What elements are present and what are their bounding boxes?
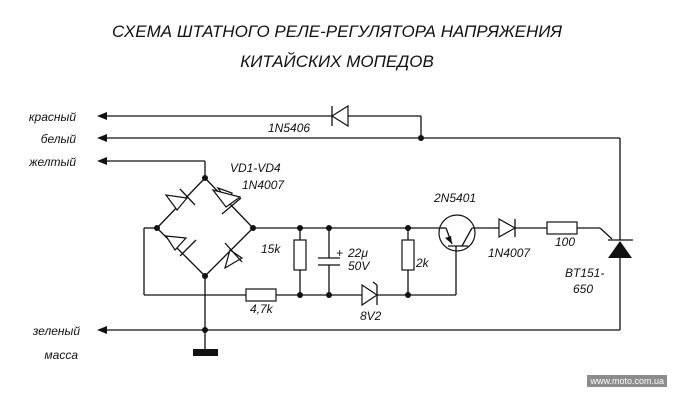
label-thyristor-line2: 650 xyxy=(573,282,593,296)
label-thyristor-line1: BT151- xyxy=(565,266,604,280)
diagram-title-line2: КИТАЙСКИХ МОПЕДОВ xyxy=(240,52,434,71)
junction xyxy=(418,135,424,141)
wire-label-green: зеленый xyxy=(32,324,81,338)
arrow-yellow-icon xyxy=(97,157,107,165)
green-wire xyxy=(106,276,620,349)
ground-icon xyxy=(193,349,218,356)
transistor-2n5401 xyxy=(438,214,494,295)
label-100: 100 xyxy=(555,235,575,249)
resistor-15k xyxy=(293,228,307,295)
red-wire xyxy=(106,115,422,138)
diode-1n5406 xyxy=(330,104,349,128)
label-transistor: 2N5401 xyxy=(433,191,476,205)
junction xyxy=(297,292,303,298)
wire-label-ground: масса xyxy=(44,348,78,362)
arrow-red-icon xyxy=(97,112,107,120)
resistor-4k7 xyxy=(245,288,277,302)
resistor-2k xyxy=(401,228,415,295)
arrow-green-icon xyxy=(97,326,107,334)
diagram-title-line1: СХЕМА ШТАТНОГО РЕЛЕ-РЕГУЛЯТОРА НАПРЯЖЕНИ… xyxy=(112,22,562,41)
label-bridge-part: 1N4007 xyxy=(242,178,285,192)
bridge-node-top xyxy=(202,175,208,181)
arrow-white-icon xyxy=(97,134,107,142)
junction xyxy=(405,225,411,231)
label-cap-value: 22μ xyxy=(347,246,368,260)
label-4k7: 4,7k xyxy=(250,302,274,316)
capacitor-22u xyxy=(318,228,340,295)
junction xyxy=(326,225,332,231)
resistor-100 xyxy=(546,221,613,240)
diode-1n4007-gate xyxy=(494,217,547,239)
wire-label-white: белый xyxy=(41,132,77,146)
yellow-wire xyxy=(106,160,206,178)
label-diode-gate: 1N4007 xyxy=(488,246,531,260)
junction xyxy=(297,225,303,231)
label-cap-voltage: 50V xyxy=(348,259,370,273)
junction xyxy=(326,292,332,298)
thyristor-bt151 xyxy=(608,239,633,330)
label-bridge-name: VD1-VD4 xyxy=(230,161,281,175)
label-15k: 15k xyxy=(261,242,281,256)
junction xyxy=(202,327,208,333)
wire-label-red: красный xyxy=(29,110,76,124)
wire-label-yellow: желтый xyxy=(28,155,76,169)
label-1n5406: 1N5406 xyxy=(268,121,310,135)
junction xyxy=(405,292,411,298)
white-wire xyxy=(106,137,621,240)
label-zener: 8V2 xyxy=(360,309,382,323)
label-2k: 2k xyxy=(415,256,430,270)
zener-8v2 xyxy=(361,281,379,307)
diode-bridge xyxy=(156,177,254,277)
watermark: www.moto.com.ua xyxy=(587,375,667,387)
label-cap-polarity: + xyxy=(336,246,343,260)
